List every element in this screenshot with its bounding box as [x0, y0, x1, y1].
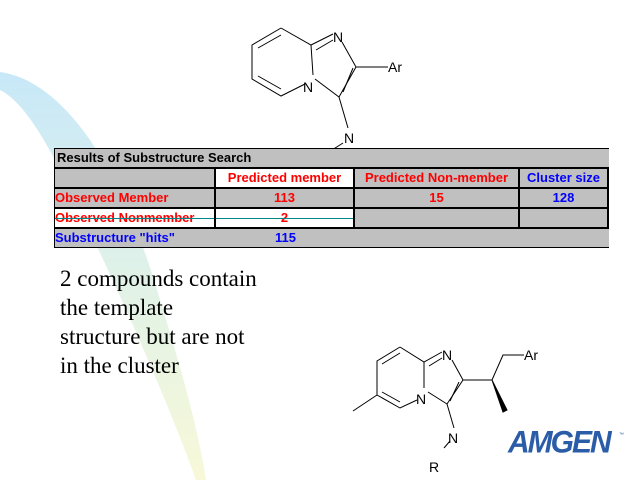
cell: 15 — [355, 189, 520, 207]
cell: 2 — [216, 209, 355, 227]
row-label: Observed Nonmember — [55, 209, 216, 227]
header-predicted-member: Predicted member — [216, 169, 355, 187]
atom-label: N — [344, 130, 354, 146]
atom-label: N — [442, 347, 452, 363]
table-row: Substructure "hits" 115 — [55, 227, 609, 247]
trademark: ™ — [619, 432, 624, 438]
atom-label: Ar — [388, 59, 402, 75]
table-row: Observed Member 113 15 128 — [55, 187, 609, 207]
text-line: structure but are not — [60, 324, 245, 349]
header-empty — [55, 169, 216, 187]
header-predicted-nonmember: Predicted Non-member — [355, 169, 520, 187]
row-label: Observed Member — [55, 189, 216, 207]
cell — [520, 209, 609, 227]
cell: 113 — [216, 189, 355, 207]
atom-label: N — [416, 391, 426, 407]
body-text: 2 compounds contain the template structu… — [60, 264, 257, 380]
text-line: 2 compounds contain — [60, 266, 257, 291]
amgen-logo: AMGEN — [508, 425, 612, 460]
row-label: Substructure "hits" — [55, 230, 175, 245]
text-line: the template — [60, 295, 174, 320]
text-line: in the cluster — [60, 353, 179, 378]
cell: 128 — [520, 189, 609, 207]
atom-label: N — [448, 430, 458, 446]
table-title: Results of Substructure Search — [57, 150, 252, 165]
header-cluster-size: Cluster size — [520, 169, 609, 187]
table-row: Observed Nonmember 2 — [55, 207, 609, 227]
atom-label: N — [333, 29, 343, 45]
results-table: Results of Substructure Search Predicted… — [54, 148, 609, 248]
atom-label: R — [429, 459, 439, 475]
cell — [355, 209, 520, 227]
cell: 115 — [275, 230, 296, 245]
atom-label: N — [303, 79, 313, 95]
atom-label: Ar — [524, 347, 538, 363]
